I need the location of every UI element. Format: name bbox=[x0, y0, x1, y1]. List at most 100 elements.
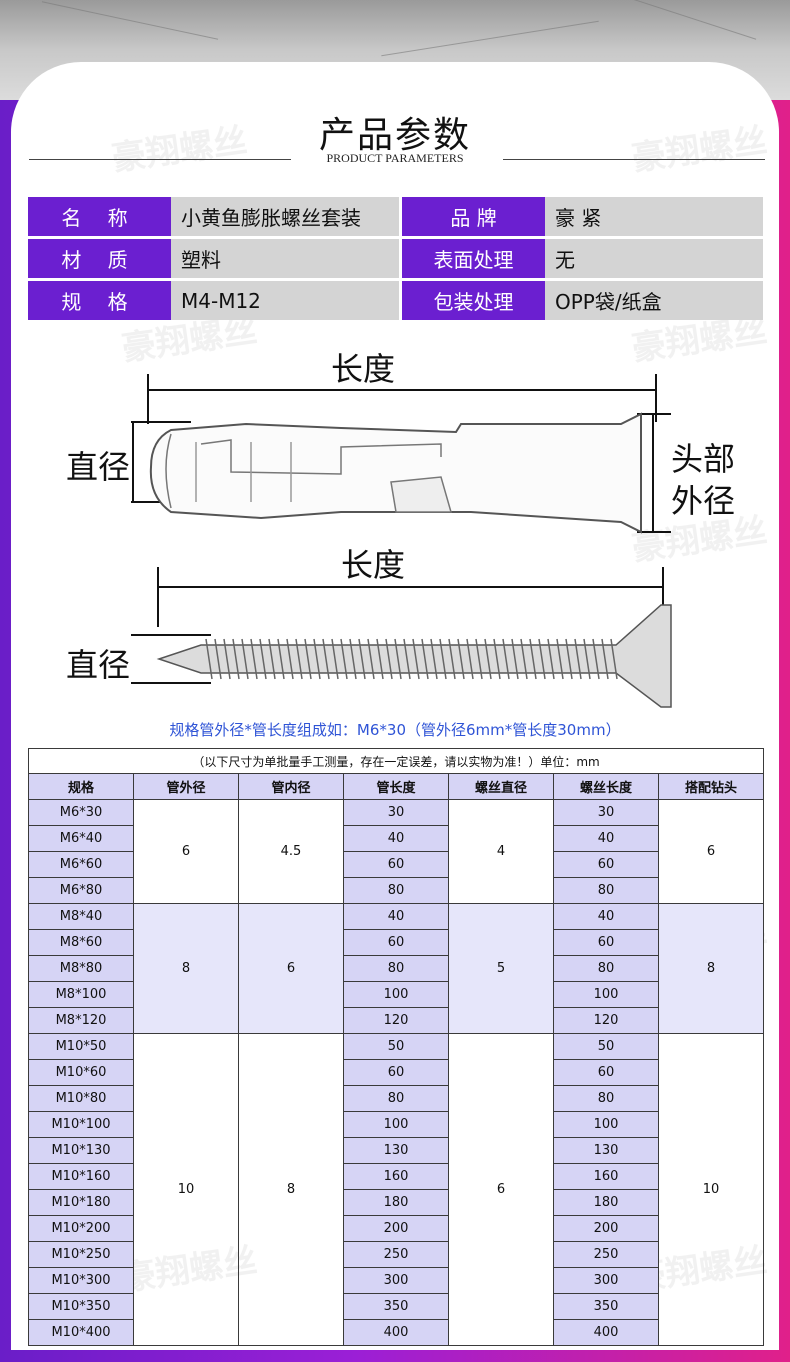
spec-cell-screw-length: 80 bbox=[553, 955, 659, 982]
screw-thread bbox=[349, 638, 357, 680]
screw-thread bbox=[322, 638, 330, 680]
screw-thread bbox=[520, 638, 528, 680]
param-key: 品 牌 bbox=[402, 197, 545, 236]
content-panel: 豪翔螺丝 豪翔螺丝 豪翔螺丝 豪翔螺丝 豪翔螺丝 豪翔螺丝 豪翔螺丝 豪翔螺丝 … bbox=[11, 62, 779, 1350]
screw-thread bbox=[259, 638, 267, 680]
param-value: 塑料 bbox=[171, 239, 399, 278]
screw-thread bbox=[529, 638, 537, 680]
spec-cell-tube-length: 160 bbox=[343, 1163, 449, 1190]
anchor-head-label-1: 头部 bbox=[671, 440, 736, 478]
spec-cell-model: M8*40 bbox=[28, 903, 134, 930]
screw-thread bbox=[376, 638, 384, 680]
spec-cell-screw-length: 60 bbox=[553, 851, 659, 878]
spec-cell-screw-length: 100 bbox=[553, 1111, 659, 1138]
spec-cell-tube-length: 120 bbox=[343, 1007, 449, 1034]
param-value: 豪 紧 bbox=[545, 197, 763, 236]
spec-cell-model: M8*60 bbox=[28, 929, 134, 956]
spec-header: 螺丝直径 bbox=[448, 773, 554, 800]
screw-thread bbox=[610, 638, 618, 680]
screw-thread bbox=[295, 638, 303, 680]
spec-header: 搭配钻头 bbox=[657, 773, 765, 800]
spec-cell-screw-length: 350 bbox=[553, 1293, 659, 1320]
anchor-head-label-2: 外径 bbox=[671, 482, 736, 520]
screw-thread bbox=[601, 638, 609, 680]
spec-cell-model: M10*400 bbox=[28, 1319, 134, 1346]
spec-cell-model: M10*350 bbox=[28, 1293, 134, 1320]
spec-cell-screw-length: 180 bbox=[553, 1189, 659, 1216]
page-subtitle: PRODUCT PARAMETERS bbox=[326, 151, 464, 165]
page-title: 产品参数 bbox=[318, 115, 471, 156]
table-row: M10*80 80 80 bbox=[28, 1085, 764, 1112]
spec-cell-model: M10*250 bbox=[28, 1241, 134, 1268]
screw-thread bbox=[430, 638, 438, 680]
spec-cell-model: M8*100 bbox=[28, 981, 134, 1008]
spec-cell-model: M10*50 bbox=[28, 1033, 134, 1060]
table-row: M10*400 400 400 bbox=[28, 1319, 764, 1346]
table-row: M8*100 100 100 bbox=[28, 981, 764, 1008]
spec-cell-screw-length: 80 bbox=[553, 1085, 659, 1112]
spec-cell-model: M10*180 bbox=[28, 1189, 134, 1216]
screw-thread bbox=[502, 638, 510, 680]
screw-thread bbox=[421, 638, 429, 680]
params-row: 材 质塑料表面处理无 bbox=[28, 239, 763, 278]
spec-cell-screw-diameter: 5 bbox=[448, 903, 554, 1034]
table-row: M10*100 100 100 bbox=[28, 1111, 764, 1138]
spec-cell-screw-length: 30 bbox=[553, 799, 659, 826]
spec-caption: 规格管外径*管长度组成如：M6*30（管外径6mm*管长度30mm） bbox=[169, 721, 621, 739]
spec-cell-screw-length: 60 bbox=[553, 929, 659, 956]
screw-thread bbox=[457, 638, 465, 680]
spec-cell-tube-length: 40 bbox=[343, 825, 449, 852]
spec-cell-model: M8*80 bbox=[28, 955, 134, 982]
spec-note: （以下尺寸为单批量手工测量，存在一定误差，请以实物为准！）单位：mm bbox=[27, 748, 765, 774]
table-row: M10*300 300 300 bbox=[28, 1267, 764, 1294]
spec-cell-tube-length: 80 bbox=[343, 1085, 449, 1112]
spec-cell-tube-length: 80 bbox=[343, 877, 449, 904]
spec-cell-model: M10*80 bbox=[28, 1085, 134, 1112]
spec-cell-model: M10*300 bbox=[28, 1267, 134, 1294]
spec-cell-inner: 6 bbox=[238, 903, 344, 1034]
screw-thread bbox=[439, 638, 447, 680]
spec-header: 螺丝长度 bbox=[553, 773, 659, 800]
screw-thread bbox=[358, 638, 366, 680]
spec-cell-screw-length: 40 bbox=[553, 825, 659, 852]
spec-cell-tube-length: 100 bbox=[343, 1111, 449, 1138]
screw-thread bbox=[565, 638, 573, 680]
screw-thread bbox=[403, 638, 411, 680]
param-key: 包装处理 bbox=[402, 281, 545, 320]
param-key: 表面处理 bbox=[402, 239, 545, 278]
spec-cell-model: M10*100 bbox=[28, 1111, 134, 1138]
spec-cell-model: M10*200 bbox=[28, 1215, 134, 1242]
screw-thread bbox=[394, 638, 402, 680]
spec-cell-tube-length: 300 bbox=[343, 1267, 449, 1294]
spec-header: 管外径 bbox=[133, 773, 239, 800]
spec-cell-screw-length: 100 bbox=[553, 981, 659, 1008]
spec-cell-screw-length: 300 bbox=[553, 1267, 659, 1294]
screw-thread bbox=[268, 638, 276, 680]
spec-cell-drill: 6 bbox=[657, 799, 765, 904]
screw-thread bbox=[574, 638, 582, 680]
screw-diagram bbox=[131, 567, 672, 708]
screw-thread bbox=[340, 638, 348, 680]
title-rule-right bbox=[503, 159, 765, 160]
title-rule-left bbox=[29, 159, 291, 160]
spec-cell-model: M10*130 bbox=[28, 1137, 134, 1164]
anchor-diagram bbox=[131, 374, 671, 534]
spec-cell-screw-length: 250 bbox=[553, 1241, 659, 1268]
spec-cell-model: M6*60 bbox=[28, 851, 134, 878]
screw-thread bbox=[223, 638, 231, 680]
spec-cell-tube-length: 100 bbox=[343, 981, 449, 1008]
spec-cell-drill: 10 bbox=[657, 1033, 765, 1346]
spec-cell-screw-diameter: 6 bbox=[448, 1033, 554, 1346]
spec-cell-tube-length: 400 bbox=[343, 1319, 449, 1346]
spec-cell-screw-length: 400 bbox=[553, 1319, 659, 1346]
spec-cell-inner: 8 bbox=[238, 1033, 344, 1346]
